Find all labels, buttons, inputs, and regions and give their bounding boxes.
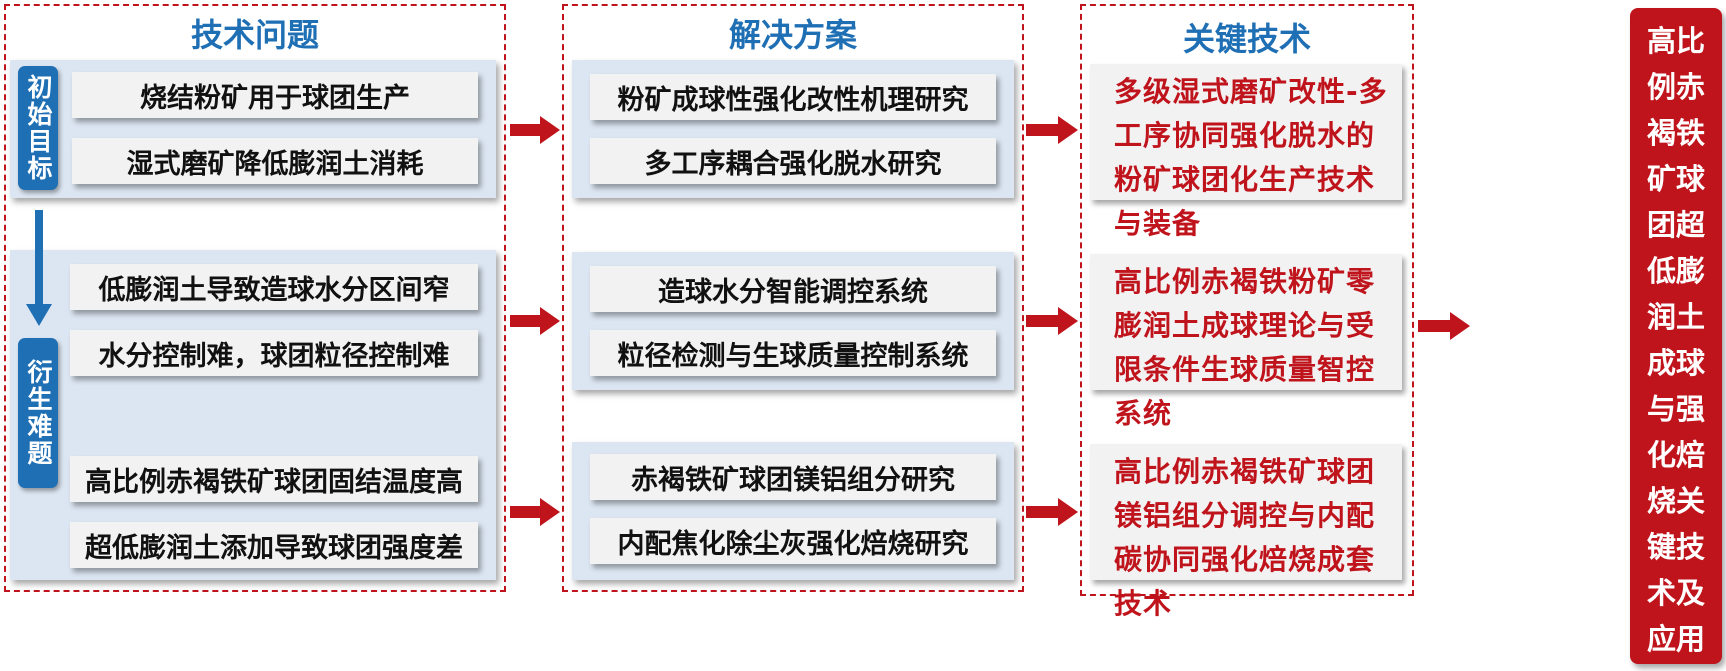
problem-box-5: 高比例赤褐铁矿球团固结温度高 [70,456,478,502]
problem-box-2: 湿式磨矿降低膨润土消耗 [72,138,478,184]
initial-goal-label: 初始目标 [18,66,58,190]
solutions-column-frame [562,4,1024,592]
problems-column-frame [4,4,506,592]
key-tech-title: 关键技术 [1182,20,1311,58]
solution-box-1: 粉矿成球性强化改性机理研究 [590,74,996,120]
final-result-box: 高比例赤褐铁矿球团超低膨润土成球与强化焙烧关键技术及应用 [1630,8,1722,664]
solution-box-6: 内配焦化除尘灰强化焙烧研究 [590,518,996,564]
solutions-title: 解决方案 [728,16,857,54]
right-arrow-icon [510,307,560,335]
key-tech-box-1: 多级湿式磨矿改性-多工序协同强化脱水的粉矿球团化生产技术与装备 [1090,64,1402,240]
right-arrow-icon [1026,498,1078,526]
problem-box-1: 烧结粉矿用于球团生产 [72,72,478,118]
problems-title: 技术问题 [190,16,319,54]
down-arrow-icon [26,210,52,326]
solution-box-2: 多工序耦合强化脱水研究 [590,138,996,184]
right-arrow-icon [1418,312,1470,340]
problem-box-4: 水分控制难，球团粒径控制难 [70,330,478,376]
right-arrow-icon [1026,307,1078,335]
problem-box-3: 低膨润土导致造球水分区间窄 [70,264,478,310]
problem-box-6: 超低膨润土添加导致球团强度差 [70,522,478,568]
right-arrow-icon [510,116,560,144]
key-tech-box-3: 高比例赤褐铁矿球团镁铝组分调控与内配碳协同强化焙烧成套技术 [1090,444,1402,620]
solution-box-3: 造球水分智能调控系统 [590,266,996,312]
key-tech-column-frame [1080,4,1414,596]
solution-box-4: 粒径检测与生球质量控制系统 [590,330,996,376]
solution-box-5: 赤褐铁矿球团镁铝组分研究 [590,454,996,500]
key-tech-box-2: 高比例赤褐铁粉矿零膨润土成球理论与受限条件生球质量智控系统 [1090,254,1402,430]
right-arrow-icon [510,498,560,526]
derived-problem-label: 衍生难题 [18,338,58,488]
right-arrow-icon [1026,116,1078,144]
